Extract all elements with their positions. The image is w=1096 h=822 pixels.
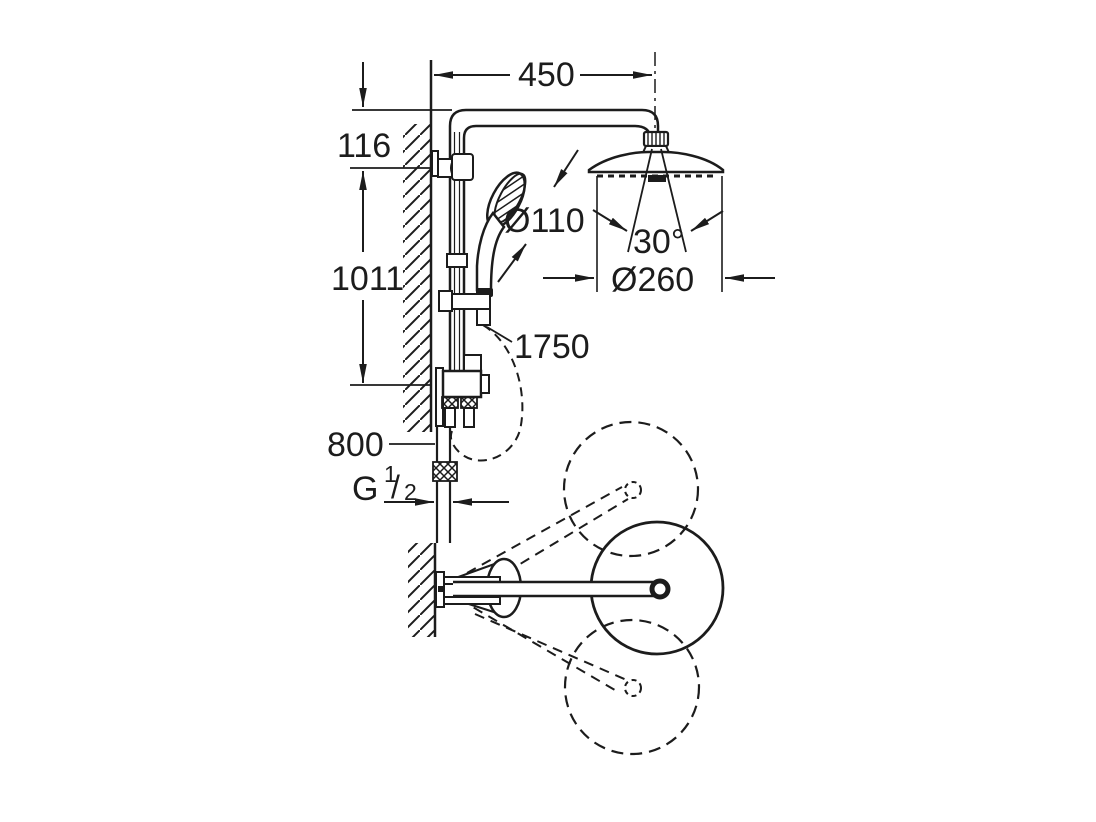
spray-center-nub: [648, 175, 666, 182]
valve-body: [441, 369, 483, 399]
inlet-pipe-left: [444, 407, 456, 428]
dim-1750-label: 1750: [514, 328, 590, 366]
dimension-260: Ø260: [543, 176, 775, 299]
supply-pipe: [432, 427, 458, 543]
dim-110-arrow-lower: [497, 243, 527, 283]
dim-30-arrow-right: [690, 210, 724, 232]
braided-connector: [432, 461, 458, 482]
leader-1750: [486, 326, 513, 343]
head-shower-dome: [587, 150, 725, 174]
dimension-1750: 1750: [486, 326, 590, 366]
dim-450-label: 450: [518, 56, 575, 94]
spray-angle-line-right: [660, 148, 687, 253]
shower-hose-dashed: [449, 324, 524, 462]
inlet-pipe-right: [463, 407, 475, 428]
slider-body: [451, 293, 491, 310]
dim-116-label: 116: [337, 127, 391, 165]
mixer-valve-assembly: [435, 354, 490, 428]
dim-30-arrow-left: [592, 209, 628, 232]
wall-hatch-lower: [408, 543, 435, 637]
dimension-g12: G 1 / 2: [352, 461, 509, 508]
wall-section-upper: [403, 60, 433, 432]
swivel-arm-bottom-1: [458, 598, 621, 694]
check-valve-nut-right: [460, 396, 478, 409]
dim-110-label: Ø110: [504, 202, 585, 240]
bracket-screw-dot: [438, 586, 444, 592]
dim-30-label: 30°: [633, 223, 684, 261]
dim-260-label: Ø260: [611, 261, 694, 299]
swivel-circle-bottom: [563, 618, 701, 756]
arm-ball-end: [649, 578, 671, 600]
dimension-450: 450: [434, 52, 656, 158]
dim-1011-label: 1011: [331, 260, 404, 298]
bracket-arm-plan-bottom: [443, 596, 501, 605]
arm-fill-plan: [453, 583, 655, 595]
wall-section-lower: [408, 543, 501, 637]
swivel-pivot-top: [624, 481, 642, 499]
swivel-arm-top-2: [476, 498, 629, 591]
dim-800-label: 800: [327, 426, 384, 464]
g12-numerator: 1: [384, 461, 397, 487]
dimension-800: 800: [327, 426, 435, 464]
check-valve-nut-left: [441, 396, 459, 409]
g12-letter: G: [352, 470, 378, 508]
swivel-circle-top: [562, 420, 700, 558]
dimension-30deg: 30°: [592, 209, 724, 261]
arm-outer-edge: [448, 108, 660, 373]
dim-110-arrow-upper: [553, 149, 579, 188]
top-bracket-clamp: [451, 153, 474, 181]
rail-connector-ring: [446, 253, 468, 268]
hose-connector-elbow: [463, 354, 482, 373]
head-shower: [587, 130, 725, 253]
valve-side-nub: [480, 374, 490, 394]
swivel-arm-top-1: [466, 486, 623, 574]
dimension-116-1011: 116 1011: [331, 62, 404, 383]
spray-angle-line-left: [627, 148, 653, 253]
top-wall-bracket: [431, 150, 474, 181]
hose-outlet: [476, 308, 491, 326]
slider-knob: [438, 290, 453, 312]
side-elevation-view: 450 116 1011: [327, 52, 775, 543]
plan-view: [408, 420, 725, 756]
nut-knurling: [647, 133, 665, 145]
wall-hatch-upper: [403, 124, 431, 432]
swivel-pivot-bottom: [624, 679, 642, 697]
rail-slider-holder: [438, 290, 491, 326]
g12-denominator: 2: [404, 479, 417, 505]
swivel-arm-bottom-2: [474, 613, 630, 682]
shower-arm-plan: [453, 578, 671, 600]
g12-slash: /: [391, 469, 400, 505]
hand-shower: [475, 171, 527, 297]
dimension-110: Ø110: [497, 149, 585, 283]
